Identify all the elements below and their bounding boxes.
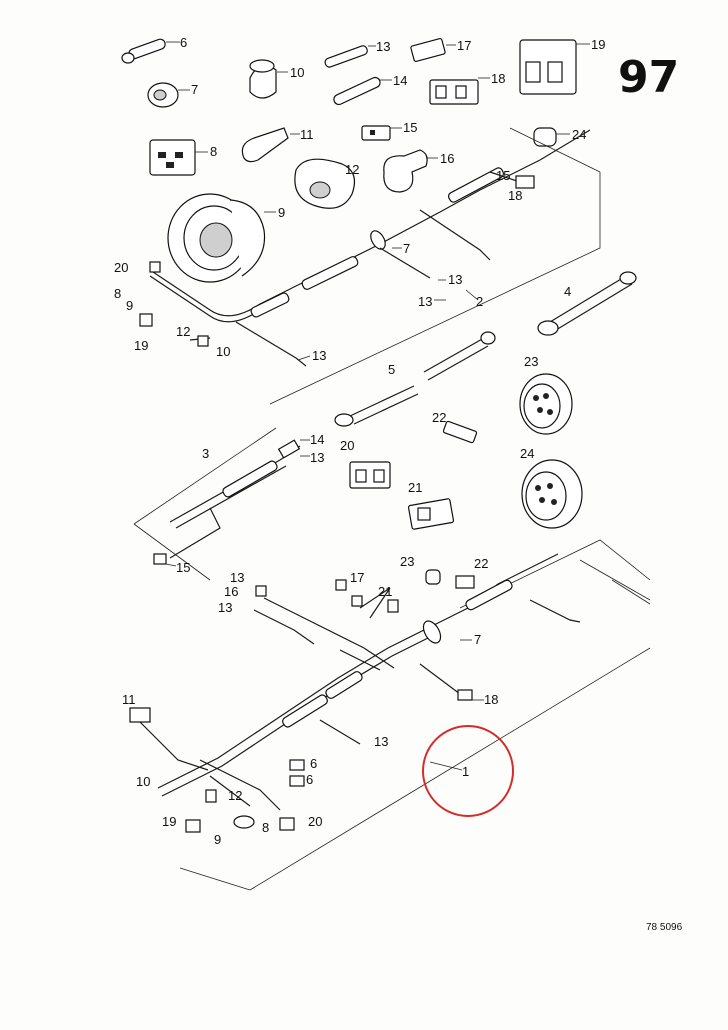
- label-22-mid: 22: [432, 410, 446, 425]
- label-3: 3: [202, 446, 209, 461]
- part-20-connector: [349, 461, 391, 489]
- label-13-h1c: 13: [374, 734, 388, 749]
- label-14-top: 14: [393, 73, 407, 88]
- label-23-socket: 23: [524, 354, 538, 369]
- cable-4: [537, 271, 637, 336]
- label-19-h2: 19: [134, 338, 148, 353]
- label-15-top: 15: [403, 120, 417, 135]
- label-16-top: 16: [440, 151, 454, 166]
- label-19-top: 19: [591, 37, 605, 52]
- label-21-h1: 21: [378, 584, 392, 599]
- label-8-h2: 8: [114, 286, 121, 301]
- part-7-grommet: [147, 82, 190, 108]
- label-18-h1: 18: [484, 692, 498, 707]
- label-7: 7: [191, 82, 198, 97]
- label-9-h2: 9: [126, 298, 133, 313]
- label-13-h1b: 13: [218, 600, 232, 615]
- label-11-h1: 11: [122, 692, 136, 707]
- label-8: 8: [210, 144, 217, 159]
- label-6-h1b: 6: [306, 772, 313, 787]
- drawing-reference: 78 5096: [646, 922, 683, 933]
- label-18-h2: 18: [508, 188, 522, 203]
- label-17-top: 17: [457, 38, 471, 53]
- part-24-socket: [521, 459, 583, 529]
- label-23-h1: 23: [400, 554, 414, 569]
- label-20-h1: 20: [308, 814, 322, 829]
- part-23-socket: [519, 373, 573, 435]
- label-9-h1: 9: [214, 832, 221, 847]
- label-13-top: 13: [376, 39, 390, 54]
- label-6: 6: [180, 35, 187, 50]
- part-9-lamp-boot: [167, 193, 276, 283]
- label-13-h2c: 13: [312, 348, 326, 363]
- label-10: 10: [290, 65, 304, 80]
- part-11-boot: [241, 127, 300, 163]
- label-9-top: 9: [278, 205, 285, 220]
- label-12: 12: [345, 162, 359, 177]
- label-5: 5: [388, 362, 395, 377]
- label-20-h2: 20: [114, 260, 128, 275]
- label-7-h2: 7: [403, 241, 410, 256]
- part-19-connector: [519, 39, 590, 95]
- part-13-sleeve: [324, 45, 376, 68]
- part-24-bulb: [533, 127, 570, 147]
- label-19-h1: 19: [162, 814, 176, 829]
- harness-2: [139, 127, 601, 405]
- label-22-h1: 22: [474, 556, 488, 571]
- label-18-top: 18: [491, 71, 505, 86]
- label-6-h1a: 6: [310, 756, 317, 771]
- part-16-boot: [383, 149, 438, 193]
- part-10-cap: [249, 59, 288, 99]
- part-15-connector: [361, 125, 402, 141]
- label-8-h1: 8: [262, 820, 269, 835]
- label-20-mid: 20: [340, 438, 354, 453]
- label-16-h1: 16: [224, 584, 238, 599]
- part-17-plug: [410, 37, 456, 63]
- part-8-socket: [149, 139, 208, 176]
- label-13-h2a: 13: [448, 272, 462, 287]
- part-21-connector: [407, 498, 455, 530]
- label-1: 1: [462, 764, 469, 779]
- label-13-h1a: 13: [230, 570, 244, 585]
- harness-3: [133, 427, 310, 581]
- label-24-socket: 24: [520, 446, 534, 461]
- label-15-h3: 15: [176, 560, 190, 575]
- part-12-gasket: [294, 158, 355, 209]
- label-13-h3: 13: [310, 450, 324, 465]
- label-2: 2: [476, 294, 483, 309]
- label-12-h2: 12: [176, 324, 190, 339]
- label-13-h2b: 13: [418, 294, 432, 309]
- part-6-pin: [121, 38, 180, 64]
- cable-5: [334, 331, 496, 427]
- label-7-h1: 7: [474, 632, 481, 647]
- part-22-connector: [442, 420, 478, 444]
- label-10-h2: 10: [216, 344, 230, 359]
- label-17-h1: 17: [350, 570, 364, 585]
- page-number: 97: [618, 52, 679, 103]
- part-14-sleeve: [333, 76, 392, 106]
- label-11: 11: [300, 127, 314, 142]
- label-21-mid: 21: [408, 480, 422, 495]
- label-4: 4: [564, 284, 571, 299]
- label-10-h1: 10: [136, 774, 150, 789]
- label-15-h2: 15: [496, 168, 510, 183]
- label-12-h1: 12: [228, 788, 242, 803]
- part-18-connector: [429, 77, 490, 105]
- highlight-circle: [422, 725, 514, 817]
- label-14-h3: 14: [310, 432, 324, 447]
- harness-1: [129, 539, 651, 891]
